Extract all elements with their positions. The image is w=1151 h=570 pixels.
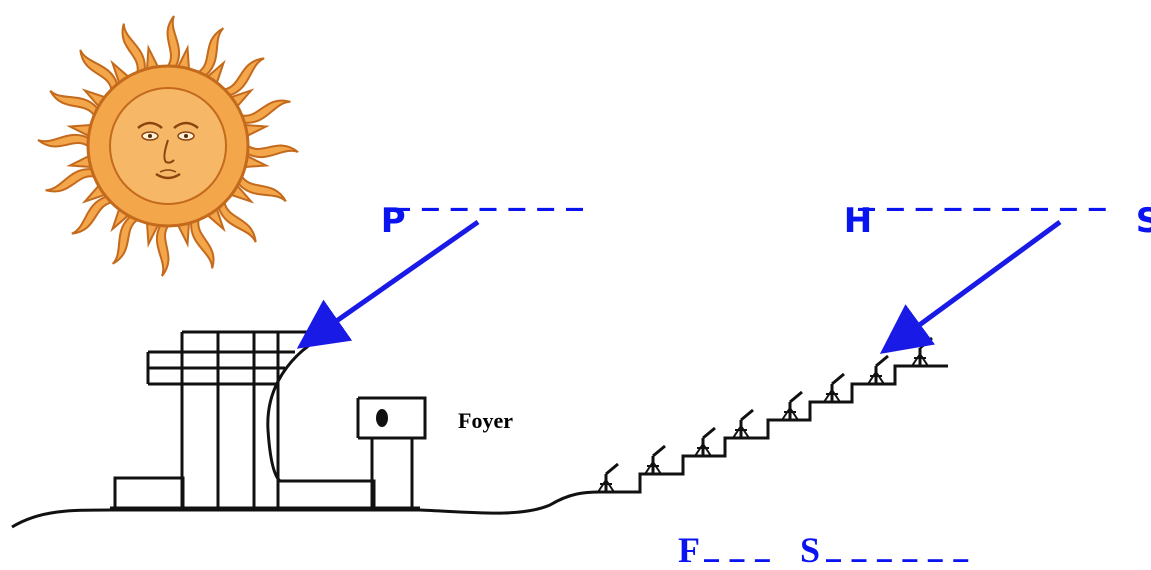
label-p-letter: P <box>380 201 406 241</box>
label-s2-letter: S <box>800 530 821 570</box>
spotlight-icon <box>376 409 388 427</box>
label-f-letter: F <box>678 530 700 570</box>
arrow-to-canopy <box>296 219 480 349</box>
label-p-underscores: _ _ _ _ _ _ _ <box>393 172 584 212</box>
label-h-underscores: _ _ _ _ _ _ _ _ _ <box>858 172 1106 212</box>
label-s-letter: S <box>1135 201 1151 241</box>
label-f-underscores: _ _ _ <box>704 528 770 563</box>
label-h-start: H <box>820 170 872 238</box>
sun-icon <box>37 15 299 277</box>
label-h-end: S <box>1112 170 1151 238</box>
arrow-to-seats <box>879 219 1062 354</box>
label-p-blank: P <box>357 170 406 238</box>
ground-line <box>11 490 601 529</box>
seating-chairs <box>594 336 934 494</box>
foyer-label: Foyer <box>458 408 513 433</box>
label-h-letter: H <box>843 201 873 241</box>
label-s2-underscores: _ _ _ _ _ _ <box>826 528 969 563</box>
